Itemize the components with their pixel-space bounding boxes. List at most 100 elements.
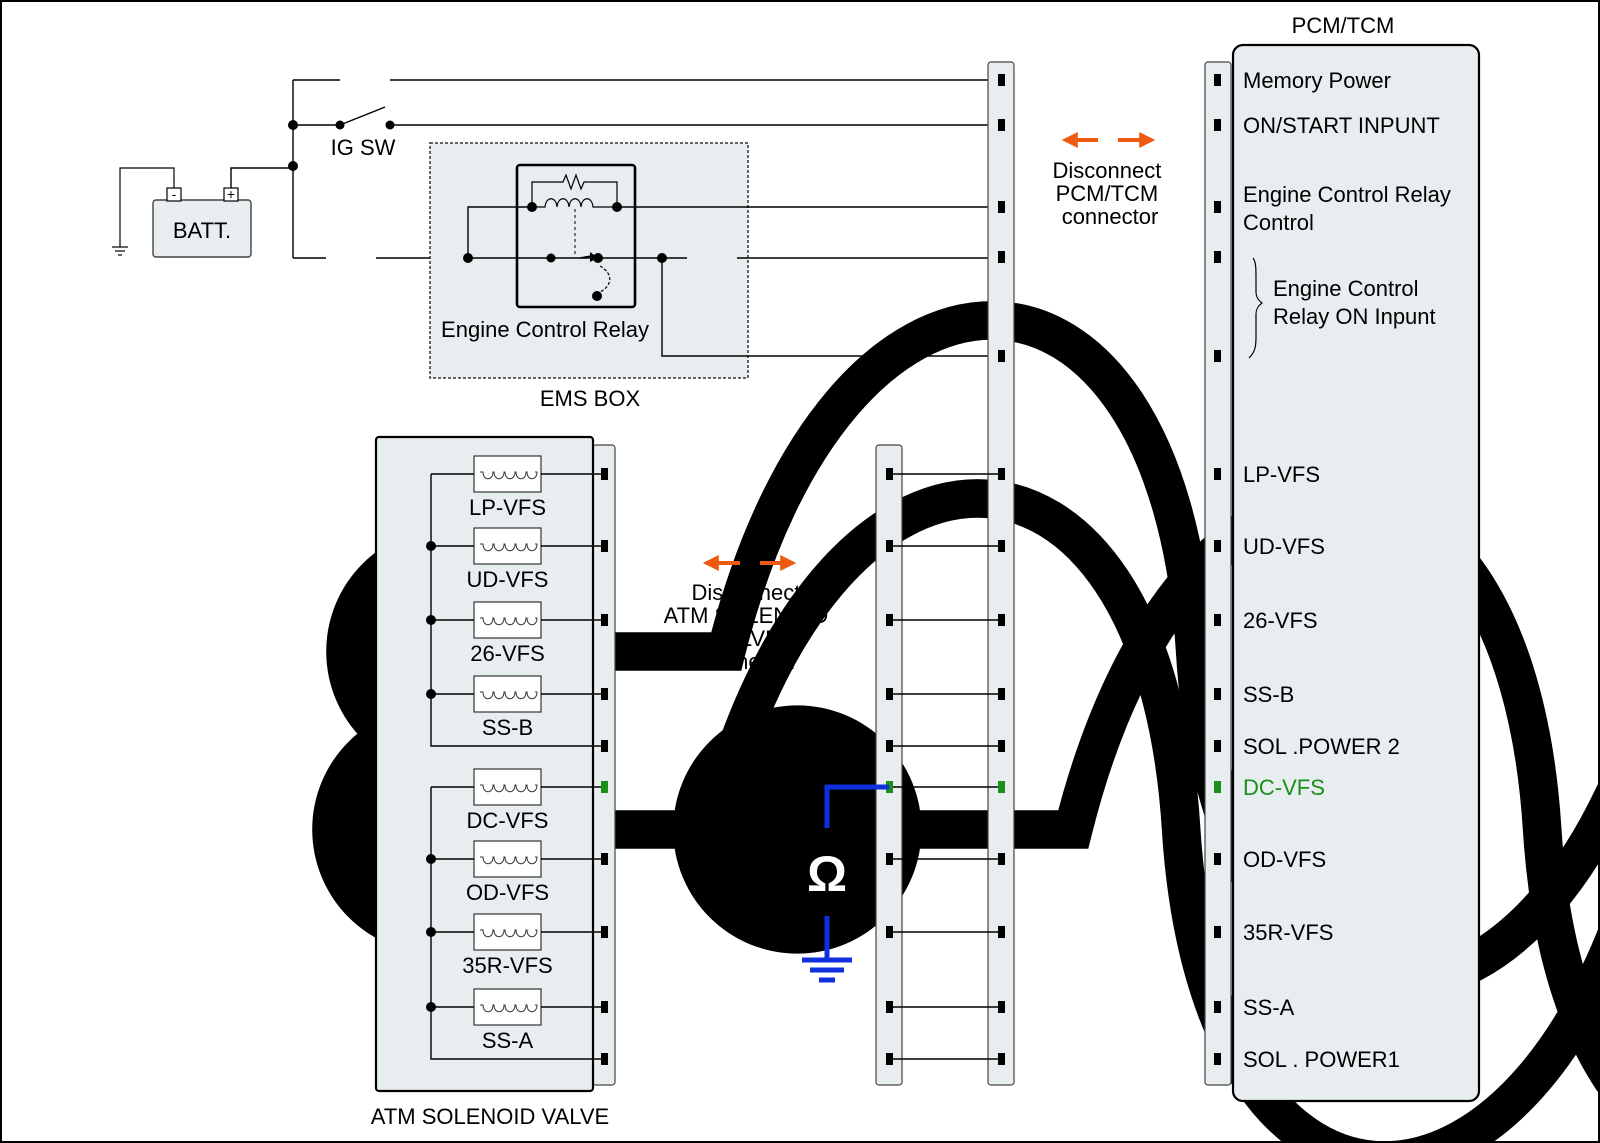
pcm-connector-pin[interactable] — [1214, 781, 1221, 793]
harness-wires — [889, 473, 1001, 1060]
solenoid-harness-pin[interactable] — [886, 1053, 893, 1065]
solenoid-valve-pin[interactable] — [601, 853, 608, 865]
battery: BATT. - + — [152, 186, 252, 258]
pcm-pin-label: ON/START INPUNT — [1243, 113, 1440, 138]
pcm-tcm-module — [1231, 43, 1481, 1103]
junction — [527, 202, 537, 212]
pcm-harness-pin[interactable] — [998, 74, 1005, 86]
ig-switch-label: IG SW — [331, 135, 396, 160]
junction — [288, 161, 298, 171]
ground-icon — [112, 167, 175, 256]
pcm-title: PCM/TCM — [1292, 13, 1395, 38]
pcm-harness-pin[interactable] — [998, 540, 1005, 552]
relay-on-input-label: Engine Control Relay ON Inpunt — [1273, 276, 1436, 329]
pcm-harness-pin[interactable] — [998, 251, 1005, 263]
ohmmeter-icon[interactable]: Ω — [783, 828, 871, 916]
pcm-connector-pin[interactable] — [1214, 251, 1221, 263]
solenoid-coil-icon — [431, 913, 604, 951]
pcm-harness-connector[interactable] — [987, 61, 1015, 1086]
solenoid-harness-pin[interactable] — [886, 781, 893, 793]
pcm-harness-pin[interactable] — [998, 468, 1005, 480]
solenoid-valve-pin[interactable] — [601, 1001, 608, 1013]
pcm-pin-label: SS-A — [1243, 995, 1295, 1020]
pcm-harness-pin[interactable] — [998, 201, 1005, 213]
pcm-connector-pin[interactable] — [1214, 740, 1221, 752]
solenoid-harness-pin[interactable] — [886, 1001, 893, 1013]
pcm-connector-pin[interactable] — [1214, 201, 1221, 213]
solenoid-harness-pin[interactable] — [886, 688, 893, 700]
pcm-harness-pin[interactable] — [998, 614, 1005, 626]
pcm-harness-pin[interactable] — [998, 350, 1005, 362]
pcm-connector-pin[interactable] — [1214, 1053, 1221, 1065]
solenoid-coil-icon — [431, 601, 604, 639]
pcm-connector-pin[interactable] — [1214, 468, 1221, 480]
pcm-harness-pin[interactable] — [998, 1001, 1005, 1013]
pcm-harness-pin[interactable] — [998, 740, 1005, 752]
solenoid-common-wire — [430, 474, 604, 747]
pcm-connector-pin[interactable] — [1214, 926, 1221, 938]
pcm-harness-pin[interactable] — [998, 926, 1005, 938]
meter-probe-wire — [824, 784, 889, 828]
solenoid-harness-pin[interactable] — [886, 614, 893, 626]
pcm-pin-label: SS-B — [1243, 682, 1294, 707]
battery-label: BATT. — [173, 218, 231, 243]
pcm-pin-label: LP-VFS — [1243, 462, 1320, 487]
solenoid-coils: LP-VFSUD-VFS26-VFSSS-BDC-VFSOD-VFS35R-VF… — [431, 455, 604, 1053]
solenoid-harness-pin[interactable] — [886, 740, 893, 752]
solenoid-valve-pin[interactable] — [601, 926, 608, 938]
solenoid-common-wire — [430, 787, 604, 1060]
pcm-connector-pin[interactable] — [1214, 350, 1221, 362]
pcm-connector-pin[interactable] — [1214, 1001, 1221, 1013]
pcm-connector-pin[interactable] — [1214, 614, 1221, 626]
pcm-harness-pin[interactable] — [998, 688, 1005, 700]
solenoid-valve-pin[interactable] — [601, 540, 608, 552]
solenoid-harness-connector[interactable] — [875, 444, 903, 1086]
solenoid-valve-pin[interactable] — [601, 781, 608, 793]
ems-box — [429, 142, 749, 379]
solenoid-valve-pin[interactable] — [601, 740, 608, 752]
solenoid-coil-label: 35R-VFS — [462, 953, 552, 978]
pcm-pin-label: UD-VFS — [1243, 534, 1325, 559]
pcm-connector-pin[interactable] — [1214, 119, 1221, 131]
solenoid-coil-icon — [431, 840, 604, 878]
pcm-pin-label: SOL . POWER1 — [1243, 1047, 1400, 1072]
pcm-connector-pin[interactable] — [1214, 688, 1221, 700]
pcm-connector[interactable] — [1204, 61, 1232, 1086]
pcm-pin-label: 26-VFS — [1243, 608, 1318, 633]
solenoid-coil-label: UD-VFS — [467, 567, 549, 592]
relay-coil-icon — [531, 173, 618, 255]
pcm-harness-pin[interactable] — [998, 853, 1005, 865]
pcm-harness-pin[interactable] — [998, 1053, 1005, 1065]
pcm-harness-pin[interactable] — [998, 119, 1005, 131]
solenoid-harness-pin[interactable] — [886, 468, 893, 480]
solenoid-coil-label: DC-VFS — [467, 808, 549, 833]
brace-icon — [1248, 257, 1263, 359]
solenoid-harness-pin[interactable] — [886, 853, 893, 865]
disconnect-pcm-instruction: Disconnect PCM/TCM connector — [1053, 158, 1168, 229]
connector-pins — [601, 74, 1221, 1065]
pcm-connector-pin[interactable] — [1214, 853, 1221, 865]
solenoid-harness-pin[interactable] — [886, 926, 893, 938]
solenoid-valve-pin[interactable] — [601, 468, 608, 480]
solenoid-coil-icon — [431, 455, 604, 493]
pcm-harness-pin[interactable] — [998, 781, 1005, 793]
solenoid-coil-label: OD-VFS — [466, 880, 549, 905]
solenoid-valve-pin[interactable] — [601, 1053, 608, 1065]
pcm-pin-label: 35R-VFS — [1243, 920, 1333, 945]
battery-plus-label: + — [227, 186, 235, 202]
solenoid-valve-pin[interactable] — [601, 614, 608, 626]
solenoid-box-label: ATM SOLENOID VALVE — [371, 1104, 609, 1129]
pcm-connector-pin[interactable] — [1214, 540, 1221, 552]
relay-coil-wire — [467, 206, 532, 258]
battery-minus-label: - — [172, 186, 177, 202]
pcm-connector-pin[interactable] — [1214, 74, 1221, 86]
ignition-switch-icon — [335, 106, 395, 130]
solenoid-harness-pin[interactable] — [886, 540, 893, 552]
solenoid-valve-pin[interactable] — [601, 688, 608, 700]
solenoid-coil-icon — [431, 988, 604, 1026]
solenoid-coil-icon — [431, 675, 604, 713]
solenoid-coil-label: 26-VFS — [470, 641, 545, 666]
